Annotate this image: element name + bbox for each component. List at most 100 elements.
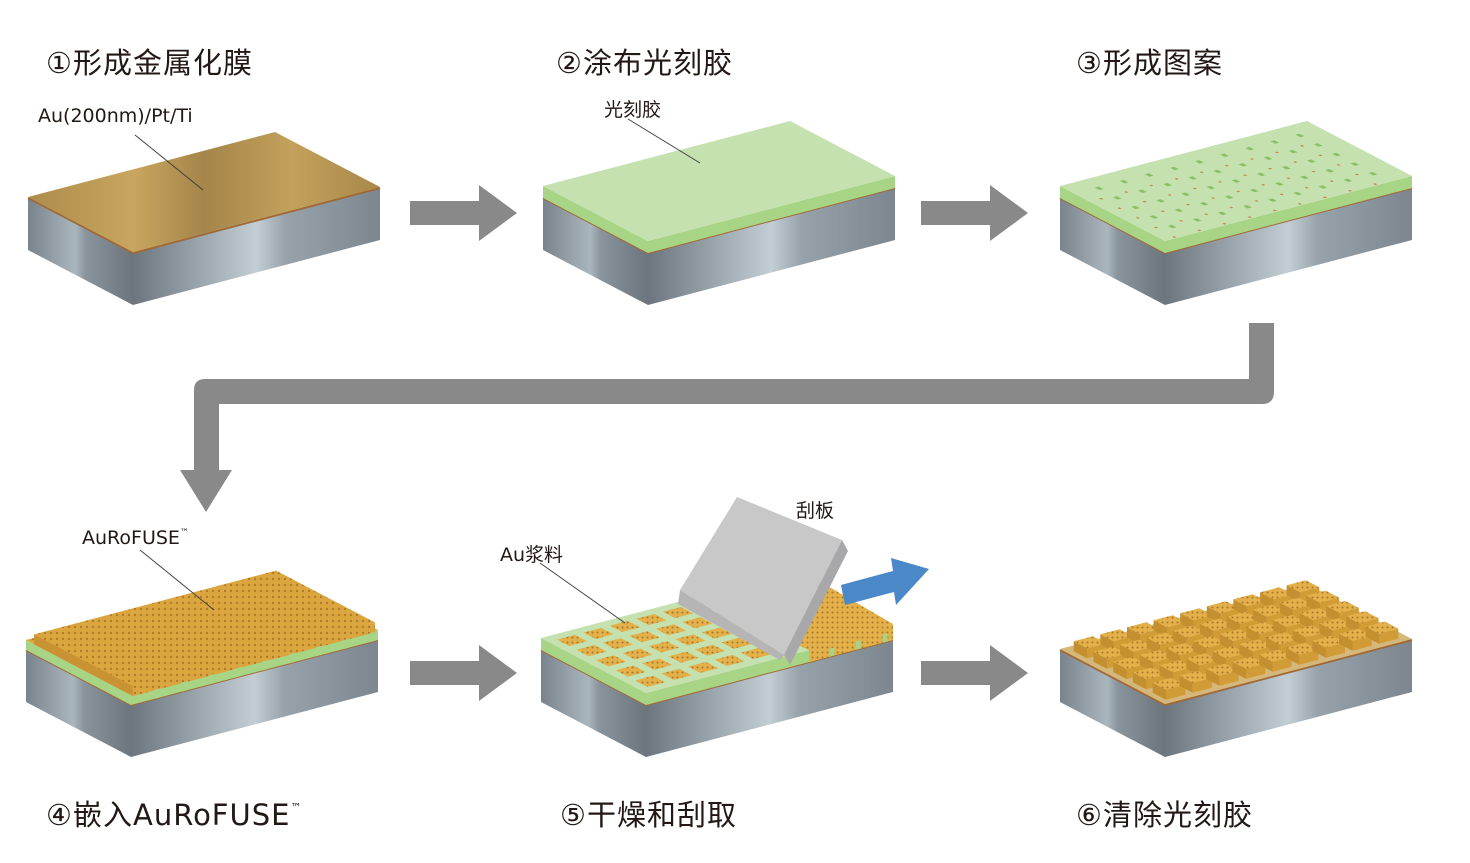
opening-floor — [1268, 167, 1273, 170]
bump-side — [1205, 668, 1220, 686]
resist-tip — [289, 652, 296, 664]
resist-opening — [1138, 189, 1147, 193]
substrate-left-face — [26, 650, 131, 757]
step-1-block — [27, 132, 381, 305]
resist-opening — [1217, 211, 1227, 216]
resist-opening — [1195, 160, 1204, 164]
step-1-title: ①形成金属化膜 — [46, 46, 254, 80]
bump-side — [1073, 641, 1088, 659]
resist-opening — [1231, 179, 1241, 183]
bump-top — [1166, 643, 1200, 656]
gold-bump — [1193, 636, 1226, 659]
bump-side — [1286, 585, 1301, 603]
bump-side — [1206, 606, 1221, 624]
opening-floor — [1224, 164, 1229, 167]
bump-side — [1219, 634, 1234, 651]
resist-opening — [1188, 176, 1197, 180]
filled-opening — [596, 655, 627, 667]
bump-front — [1272, 656, 1292, 672]
filled-opening — [636, 614, 667, 625]
opening-floor — [1322, 196, 1328, 199]
filled-opening — [557, 634, 587, 646]
gold-bump — [1253, 604, 1286, 627]
resist-opening — [1131, 205, 1140, 210]
opening-floor — [1124, 191, 1129, 193]
filled-opening — [688, 661, 719, 673]
bump-top — [1233, 594, 1267, 607]
bump-side — [1365, 626, 1380, 644]
resist-opening — [1293, 191, 1302, 196]
bump-top — [1193, 636, 1226, 649]
opening-floor — [1217, 181, 1223, 183]
bump-side — [1246, 627, 1260, 644]
opening-floor — [1192, 187, 1197, 190]
opening-floor — [1142, 200, 1147, 203]
paste-right-side — [132, 622, 375, 697]
opening-floor — [1247, 216, 1252, 218]
step-6-block — [1059, 580, 1413, 757]
opening-floor — [1199, 171, 1204, 174]
resist-opening — [1318, 185, 1328, 189]
step-2-block — [542, 118, 896, 305]
bump-top — [1113, 657, 1146, 670]
bump-top — [1260, 587, 1293, 600]
step-5-block — [539, 497, 929, 757]
resist-pattern-left-side — [541, 638, 646, 705]
resist-opening — [1206, 185, 1216, 190]
bump-side — [1113, 662, 1127, 680]
gold-bump — [1199, 618, 1233, 641]
gold-bump — [1232, 656, 1266, 679]
filled-opening — [635, 675, 666, 687]
opening-floor — [1229, 206, 1234, 209]
resist-tip — [208, 674, 215, 685]
paste-top — [34, 570, 375, 687]
gold-bump — [1312, 635, 1345, 658]
step-4-block — [25, 549, 379, 757]
bump-top — [1159, 660, 1193, 673]
resist-opening — [1368, 172, 1378, 176]
squeegee-bottom — [678, 590, 784, 660]
filled-opening — [668, 651, 699, 663]
resist-tip — [316, 645, 322, 657]
opening-floor — [1297, 203, 1302, 205]
bump-top — [1100, 629, 1133, 642]
bump-top — [1139, 650, 1173, 663]
gold-film-top — [28, 132, 380, 252]
resist-opening — [1224, 195, 1234, 199]
leader-photoresist — [627, 118, 701, 164]
opening-floor — [1354, 173, 1360, 176]
resist-tip — [342, 638, 349, 650]
bump-top — [1239, 639, 1273, 652]
bump-top — [1186, 653, 1219, 666]
filled-opening — [682, 617, 713, 629]
resist-opening — [1167, 224, 1177, 229]
bump-top — [1226, 611, 1260, 624]
bump-side — [1272, 620, 1287, 637]
resist-opening — [1144, 173, 1154, 177]
resist-under-paste-left-side — [26, 640, 131, 705]
opening-floor — [1197, 229, 1202, 232]
bump-side — [1312, 640, 1326, 658]
bump-top — [1319, 618, 1352, 631]
gold-bump — [1179, 670, 1212, 693]
bump-side — [1292, 630, 1307, 648]
bump-top — [1232, 656, 1266, 669]
resist-opening — [1220, 153, 1229, 157]
resist-opening — [1170, 166, 1179, 171]
resist-opening — [1300, 175, 1309, 180]
photoresist-layer-top — [543, 121, 895, 241]
resist-opening — [1199, 202, 1209, 206]
opening-floor — [1347, 189, 1353, 192]
squeegee-edge — [784, 540, 848, 665]
opening-floor — [1160, 210, 1165, 213]
opening-floor — [1167, 194, 1172, 196]
substrate-left-face — [28, 198, 133, 305]
bump-side — [1253, 609, 1267, 627]
resist-opening — [1249, 188, 1259, 193]
gold-bump — [1186, 653, 1219, 676]
leader-metal-film — [134, 134, 204, 191]
opening-floor — [1254, 200, 1259, 202]
opening-floor — [1242, 174, 1248, 177]
filled-opening — [603, 638, 633, 650]
bump-front — [1246, 663, 1266, 679]
